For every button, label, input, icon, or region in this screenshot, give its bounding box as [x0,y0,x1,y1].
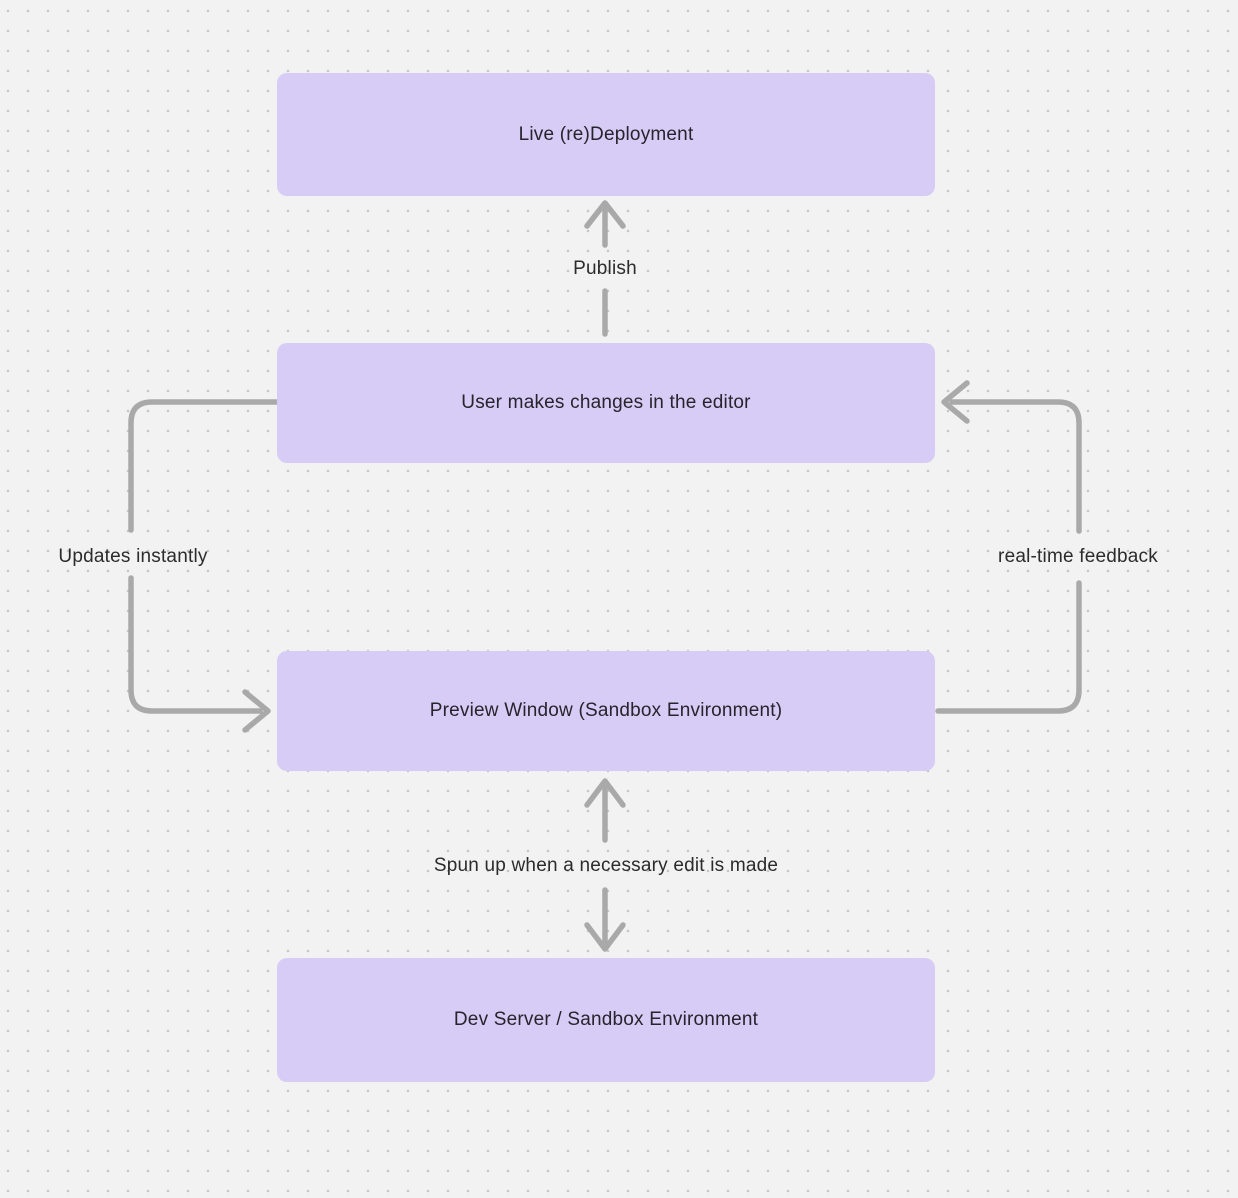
edge-label-updates-instantly: Updates instantly [58,546,208,567]
node-user-makes-changes-label: User makes changes in the editor [461,392,751,413]
edge-feedback-segment-bottom [935,580,1082,714]
edge-publish [584,200,626,337]
node-live-redeployment[interactable]: Live (re)Deployment [277,73,935,196]
edge-updates-segment-top [128,399,280,533]
edge-spun-up [584,778,626,952]
edge-feedback-arrowhead-left [941,380,970,424]
edge-spunup-arrowhead-down [584,922,626,952]
edge-label-realtime-feedback: real-time feedback [998,546,1158,567]
edge-label-spun-up: Spun up when a necessary edit is made [433,855,779,876]
edge-realtime-feedback [935,380,1082,714]
edge-updates-instantly [128,399,280,733]
node-live-redeployment-label: Live (re)Deployment [518,123,694,145]
edge-updates-arrowhead-right [242,689,271,733]
node-user-makes-changes[interactable]: User makes changes in the editor [277,343,935,463]
edge-updates-segment-bottom [128,575,263,714]
edge-publish-arrowhead-up [584,200,626,229]
node-dev-server[interactable]: Dev Server / Sandbox Environment [277,958,935,1082]
edge-label-publish: Publish [573,258,637,279]
edge-spunup-arrowhead-up [584,778,626,808]
node-preview-window-label: Preview Window (Sandbox Environment) [429,700,783,721]
edge-feedback-segment-top [949,399,1082,534]
node-dev-server-label: Dev Server / Sandbox Environment [453,1009,759,1030]
node-preview-window[interactable]: Preview Window (Sandbox Environment) [277,651,935,771]
